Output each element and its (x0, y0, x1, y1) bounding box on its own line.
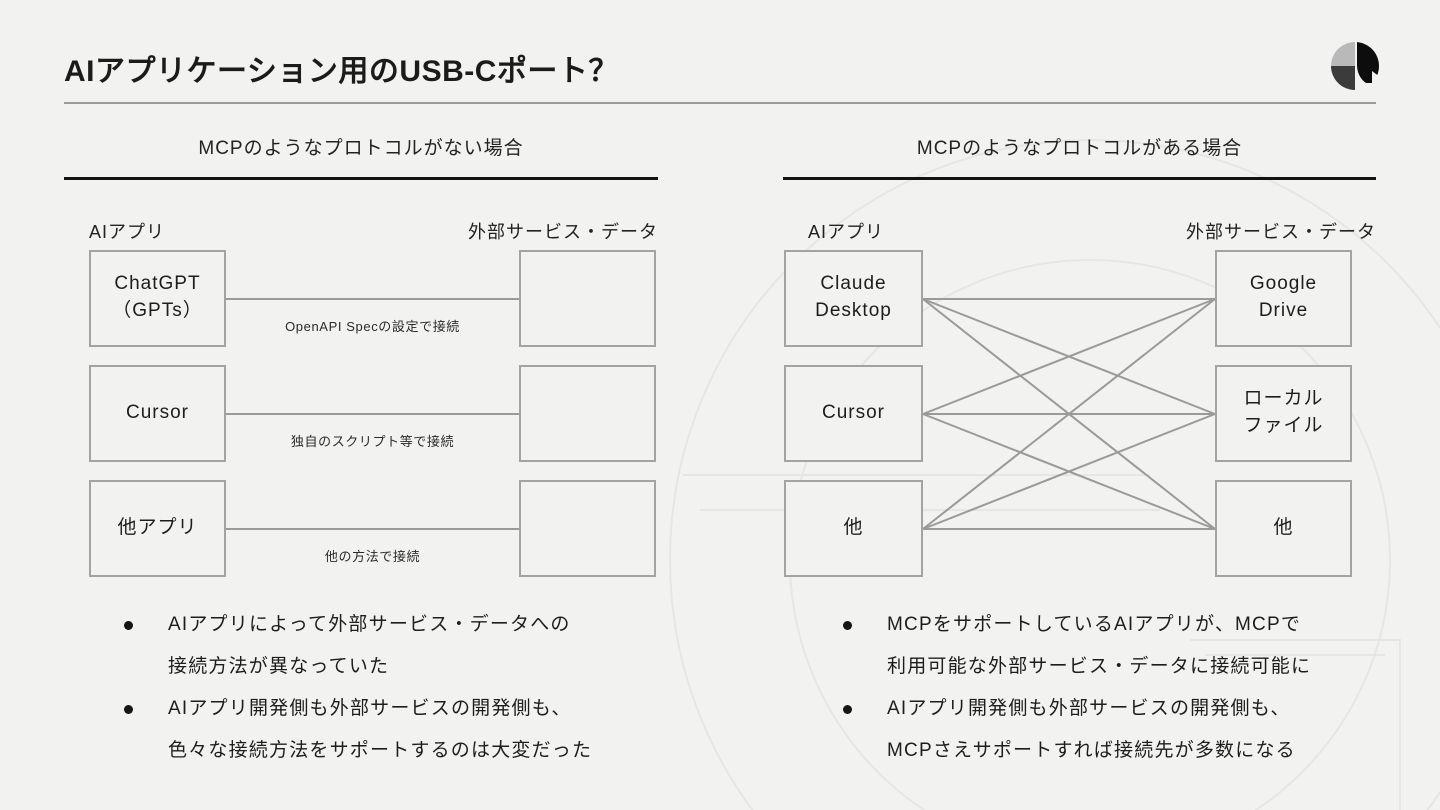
node-service-3[interactable] (519, 479, 656, 577)
bullet-line-1: AIアプリによって外部サービス・データへの (168, 613, 571, 635)
connector-lines (226, 297, 519, 530)
bullet-line-1: AIアプリ開発側も外部サービスの開発側も、 (887, 697, 1291, 719)
bullet-line-1: AIアプリ開発側も外部サービスの開発側も、 (168, 697, 572, 719)
column-labels: AIアプリ 外部サービス・データ (783, 218, 1376, 244)
column-label-services: 外部サービス・データ (468, 221, 658, 242)
bullet-dot-icon (843, 620, 852, 630)
list-item: AIアプリ開発側も外部サービスの開発側も、 MCPさえサポートすれば接続先が多数… (831, 688, 1376, 772)
column-label-services: 外部サービス・データ (1186, 221, 1376, 242)
node-label: Google Drive (1249, 273, 1318, 322)
list-item: MCPをサポートしているAIアプリが、MCPで 利用可能な外部サービス・データに… (831, 604, 1376, 688)
bullet-list-without-mcp: AIアプリによって外部サービス・データへの 接続方法が異なっていた AIアプリ開… (112, 604, 658, 772)
bullet-dot-icon (124, 620, 133, 630)
node-label: 他アプリ (117, 516, 198, 538)
node-other-service[interactable]: 他 (1215, 479, 1352, 577)
anthropic-circle-logo-icon (1331, 42, 1379, 90)
column-label-ai-apps: AIアプリ (808, 221, 885, 242)
connector-label-3: 他の方法で接続 (324, 548, 421, 564)
panel-divider (64, 176, 658, 180)
node-label: ChatGPT （GPTs） (112, 273, 203, 322)
bullet-line-1: MCPをサポートしているAIアプリが、MCPで (887, 613, 1302, 635)
bullet-line-2: MCPさえサポートすれば接続先が多数になる (887, 739, 1296, 761)
bullet-dot-icon (124, 704, 133, 714)
diagram-without-mcp: ChatGPT （GPTs） Cursor 他アプリ OpenAPI Specの… (64, 249, 658, 590)
list-item: AIアプリ開発側も外部サービスの開発側も、 色々な接続方法をサポートするのは大変… (112, 688, 658, 772)
node-other-app[interactable]: 他アプリ (89, 479, 226, 577)
column-labels: AIアプリ 外部サービス・データ (64, 218, 658, 244)
diagram-with-mcp: Claude Desktop Cursor 他 Google Drive ローカ… (783, 249, 1376, 590)
panel-heading: MCPのようなプロトコルがない場合 (198, 138, 524, 159)
node-service-2[interactable] (519, 364, 656, 462)
panel-without-mcp: MCPのようなプロトコルがない場合 AIアプリ 外部サービス・データ ChatG… (64, 138, 658, 788)
node-claude-desktop[interactable]: Claude Desktop (784, 249, 923, 347)
panel-divider (783, 176, 1376, 180)
node-label: 他 (843, 516, 864, 538)
node-local-files[interactable]: ローカル ファイル (1215, 364, 1352, 462)
list-item: AIアプリによって外部サービス・データへの 接続方法が異なっていた (112, 604, 658, 688)
connector-label-2: 独自のスクリプト等で接続 (290, 433, 455, 449)
node-google-drive[interactable]: Google Drive (1215, 249, 1352, 347)
node-chatgpt[interactable]: ChatGPT （GPTs） (89, 249, 226, 347)
title-divider (64, 102, 1376, 104)
panel-with-mcp: MCPのようなプロトコルがある場合 AIアプリ 外部サービス・データ (783, 138, 1376, 788)
bullet-line-2: 色々な接続方法をサポートするのは大変だった (168, 739, 593, 761)
bullet-dot-icon (843, 704, 852, 714)
connector-label-1: OpenAPI Specの設定で接続 (285, 318, 460, 334)
node-cursor[interactable]: Cursor (784, 364, 923, 462)
node-cursor[interactable]: Cursor (89, 364, 226, 462)
node-label: Cursor (821, 401, 885, 423)
node-other-app[interactable]: 他 (784, 479, 923, 577)
bullet-line-2: 接続方法が異なっていた (168, 655, 390, 677)
bullet-list-with-mcp: MCPをサポートしているAIアプリが、MCPで 利用可能な外部サービス・データに… (831, 604, 1376, 772)
node-label: Claude Desktop (815, 273, 892, 322)
page-title: AIアプリケーション用のUSB-Cポート？ (64, 55, 619, 88)
node-label: ローカル ファイル (1243, 388, 1324, 437)
column-label-ai-apps: AIアプリ (89, 221, 166, 242)
panel-heading: MCPのようなプロトコルがある場合 (916, 138, 1243, 159)
node-service-1[interactable] (519, 249, 656, 347)
node-label: Cursor (125, 401, 189, 423)
bullet-line-2: 利用可能な外部サービス・データに接続可能に (887, 655, 1312, 677)
node-label: 他 (1273, 516, 1294, 538)
